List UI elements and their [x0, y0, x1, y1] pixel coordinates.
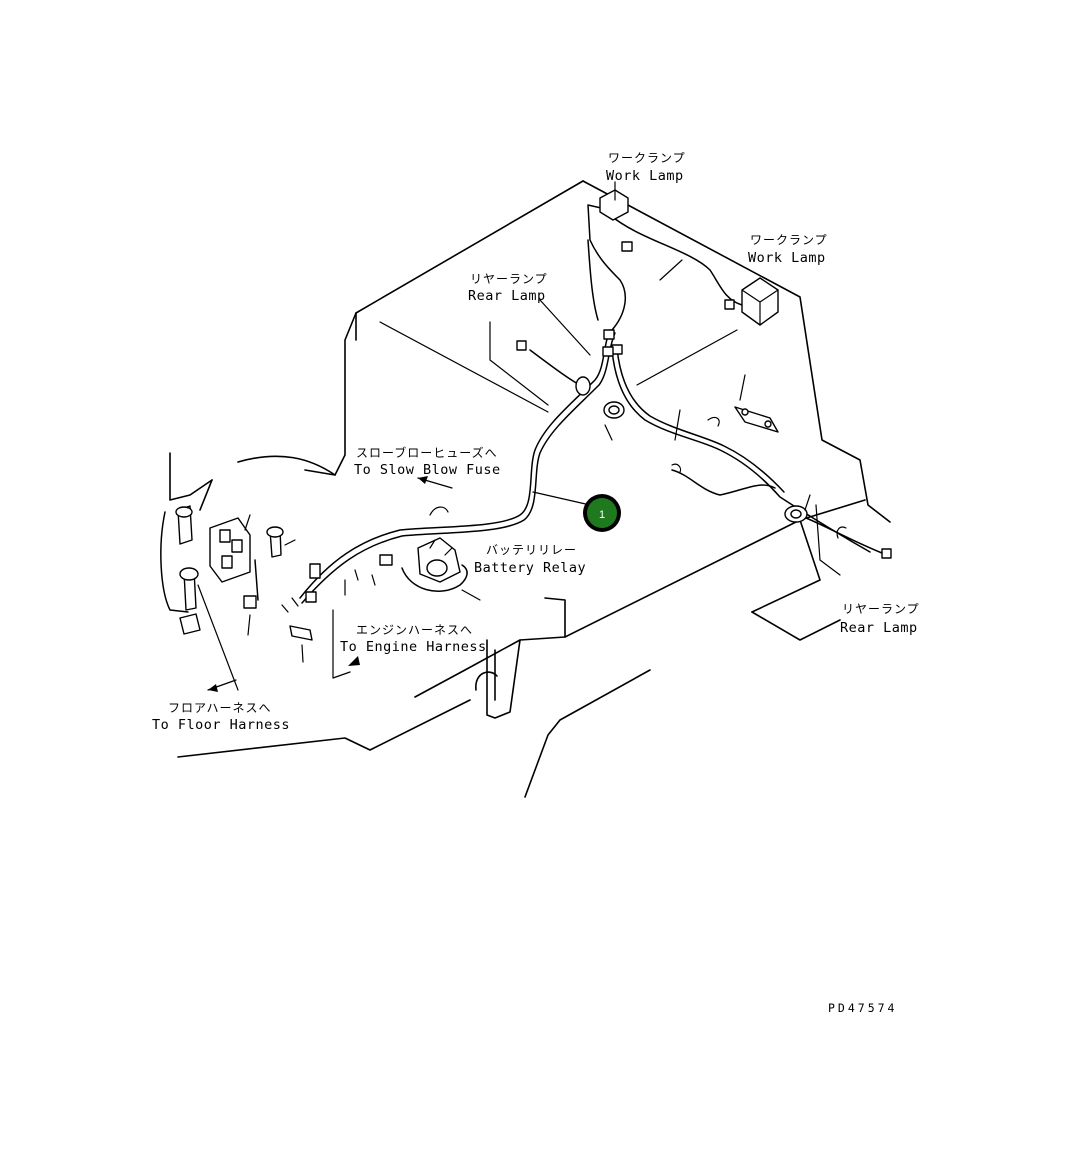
- battery-relay-jp: バッテリリレー: [486, 543, 577, 557]
- mounting-bracket: [707, 406, 779, 433]
- engine-harness-jp: エンジンハーネスへ: [356, 623, 473, 637]
- work-lamp-top-jp: ワークランプ: [608, 151, 686, 165]
- floor-harness-jp: フロアハーネスへ: [168, 701, 272, 715]
- label-work-lamp-top: ワークランプ Work Lamp: [606, 151, 686, 184]
- slow-blow-fuse-en: To Slow Blow Fuse: [354, 462, 501, 478]
- rear-lamp-top-en: Rear Lamp: [468, 288, 546, 304]
- ground-strap: [160, 511, 201, 635]
- label-battery-relay: バッテリリレー Battery Relay: [474, 543, 586, 576]
- terminal-lugs: [243, 463, 682, 613]
- work-lamp-top-icon: [599, 189, 629, 221]
- work-lamp-top-en: Work Lamp: [606, 168, 684, 184]
- grommet-right: [784, 505, 808, 523]
- floor-harness-en: To Floor Harness: [152, 717, 290, 733]
- label-work-lamp-right: ワークランプ Work Lamp: [748, 233, 828, 266]
- drawing-code: PD47574: [828, 1001, 897, 1015]
- label-rear-lamp-right: リヤーランプ Rear Lamp: [840, 602, 920, 636]
- leader-lines: [197, 181, 821, 691]
- rear-lamp-right-jp: リヤーランプ: [842, 602, 920, 616]
- rear-lamp-top-jp: リヤーランプ: [470, 272, 548, 286]
- grommet-center: [603, 401, 625, 419]
- slow-blow-fuse-jp: スローブローヒューズへ: [356, 445, 498, 460]
- label-engine-harness: エンジンハーネスへ To Engine Harness: [340, 623, 487, 655]
- arrow-to-floor-harness-icon: [207, 679, 237, 692]
- connector-icon: [305, 241, 892, 603]
- grommet-left: [575, 376, 591, 396]
- label-rear-lamp-top: リヤーランプ Rear Lamp: [468, 272, 548, 304]
- work-lamp-right-jp: ワークランプ: [750, 233, 828, 247]
- engine-harness-en: To Engine Harness: [340, 639, 487, 655]
- callout-number: 1: [599, 509, 605, 521]
- work-lamp-right-icon: [741, 277, 779, 326]
- arrow-to-slow-blow-fuse-icon: [417, 476, 453, 489]
- callout-1[interactable]: 1: [583, 494, 621, 532]
- arrow-to-engine-harness-icon: [348, 656, 360, 666]
- bolt-icon: [175, 505, 313, 641]
- battery-relay-en: Battery Relay: [474, 560, 586, 576]
- label-slow-blow-fuse: スローブローヒューズへ To Slow Blow Fuse: [354, 445, 501, 478]
- rear-lamp-right-en: Rear Lamp: [840, 620, 918, 636]
- battery-relay-icon: [401, 537, 468, 593]
- main-harness: [299, 204, 871, 604]
- work-lamp-right-en: Work Lamp: [748, 250, 826, 266]
- relay-block-icon: [209, 517, 251, 583]
- rear-lamp-right-harness: [805, 517, 883, 554]
- label-floor-harness: フロアハーネスへ To Floor Harness: [152, 701, 290, 733]
